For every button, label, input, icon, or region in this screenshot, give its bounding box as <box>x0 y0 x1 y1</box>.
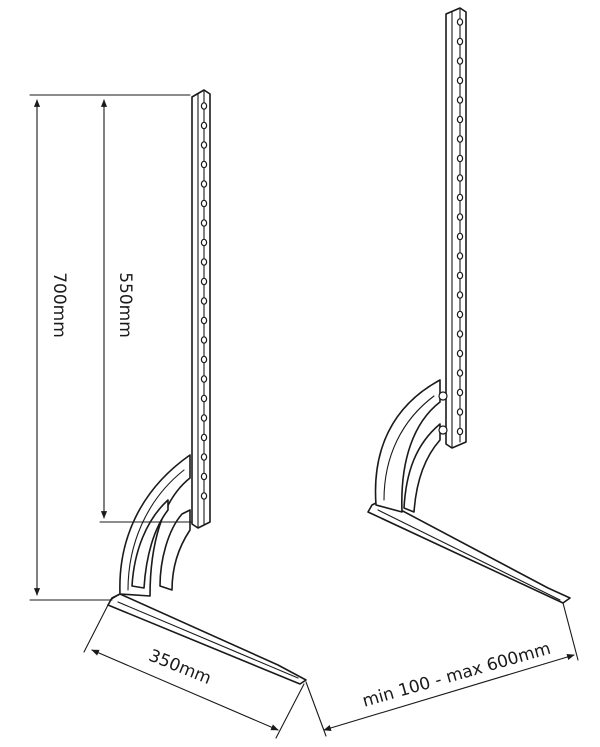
bracket-hole <box>200 355 208 364</box>
bracket-hole <box>456 213 464 221</box>
bracket-hole <box>456 291 464 299</box>
bracket-hole <box>200 160 208 169</box>
bracket-hole <box>456 37 464 46</box>
bracket-hole <box>456 232 464 241</box>
bracket-hole <box>456 96 464 104</box>
bracket-hole <box>200 277 208 286</box>
bracket-hole <box>200 141 208 149</box>
bracket-hole <box>200 414 208 422</box>
right-stand-leg <box>367 7 571 604</box>
bracket-hole <box>456 330 464 338</box>
bracket-hole <box>200 453 208 461</box>
bracket-hole <box>200 297 208 305</box>
foot-length-label: 350mm <box>146 646 214 689</box>
bracket-hole <box>456 369 464 377</box>
bracket-hole <box>200 219 208 227</box>
bracket-hole <box>456 252 464 260</box>
bracket-hole <box>456 154 464 163</box>
bracket-height-label: 550mm <box>115 272 135 338</box>
right-upright-bracket <box>438 7 467 449</box>
bracket-hole <box>200 121 208 130</box>
right-bracket-holes <box>456 18 464 436</box>
bracket-hole <box>200 394 208 403</box>
foot-spacing-label: min 100 - max 600mm <box>360 639 553 712</box>
bracket-hole <box>456 115 464 124</box>
bracket-hole <box>456 135 464 143</box>
bracket-hole <box>200 180 208 188</box>
bracket-hole <box>456 57 464 65</box>
bracket-hole <box>200 336 208 344</box>
bracket-hole <box>456 408 464 416</box>
bracket-hole <box>456 271 464 280</box>
bracket-hole <box>456 174 464 182</box>
bracket-hole <box>200 258 208 266</box>
bracket-hole <box>200 238 208 247</box>
bracket-hole <box>456 18 464 26</box>
bracket-hole <box>200 433 208 442</box>
bracket-hole <box>200 492 208 500</box>
overall-height-label: 700mm <box>49 272 69 338</box>
right-bolt <box>438 391 448 401</box>
bracket-hole <box>200 375 208 383</box>
bracket-hole <box>456 193 464 202</box>
overall-height-dimension: 700mm <box>29 94 191 601</box>
left-bracket-holes <box>200 102 208 500</box>
bracket-hole <box>200 199 208 208</box>
bracket-hole <box>456 349 464 358</box>
bracket-hole <box>456 76 464 85</box>
left-stand-leg <box>107 89 307 685</box>
bracket-hole <box>456 310 464 319</box>
bracket-hole <box>456 427 464 436</box>
bracket-hole <box>200 472 208 481</box>
bracket-height-dimension: 550mm <box>99 99 193 523</box>
bracket-hole <box>200 316 208 325</box>
right-foot <box>367 499 571 604</box>
right-support-arch <box>374 379 441 513</box>
foot-spacing-dimension: min 100 - max 600mm <box>305 602 579 737</box>
right-bolt <box>438 425 448 435</box>
bracket-hole <box>456 388 464 397</box>
bracket-hole <box>200 102 208 110</box>
left-upright-bracket <box>191 89 211 529</box>
